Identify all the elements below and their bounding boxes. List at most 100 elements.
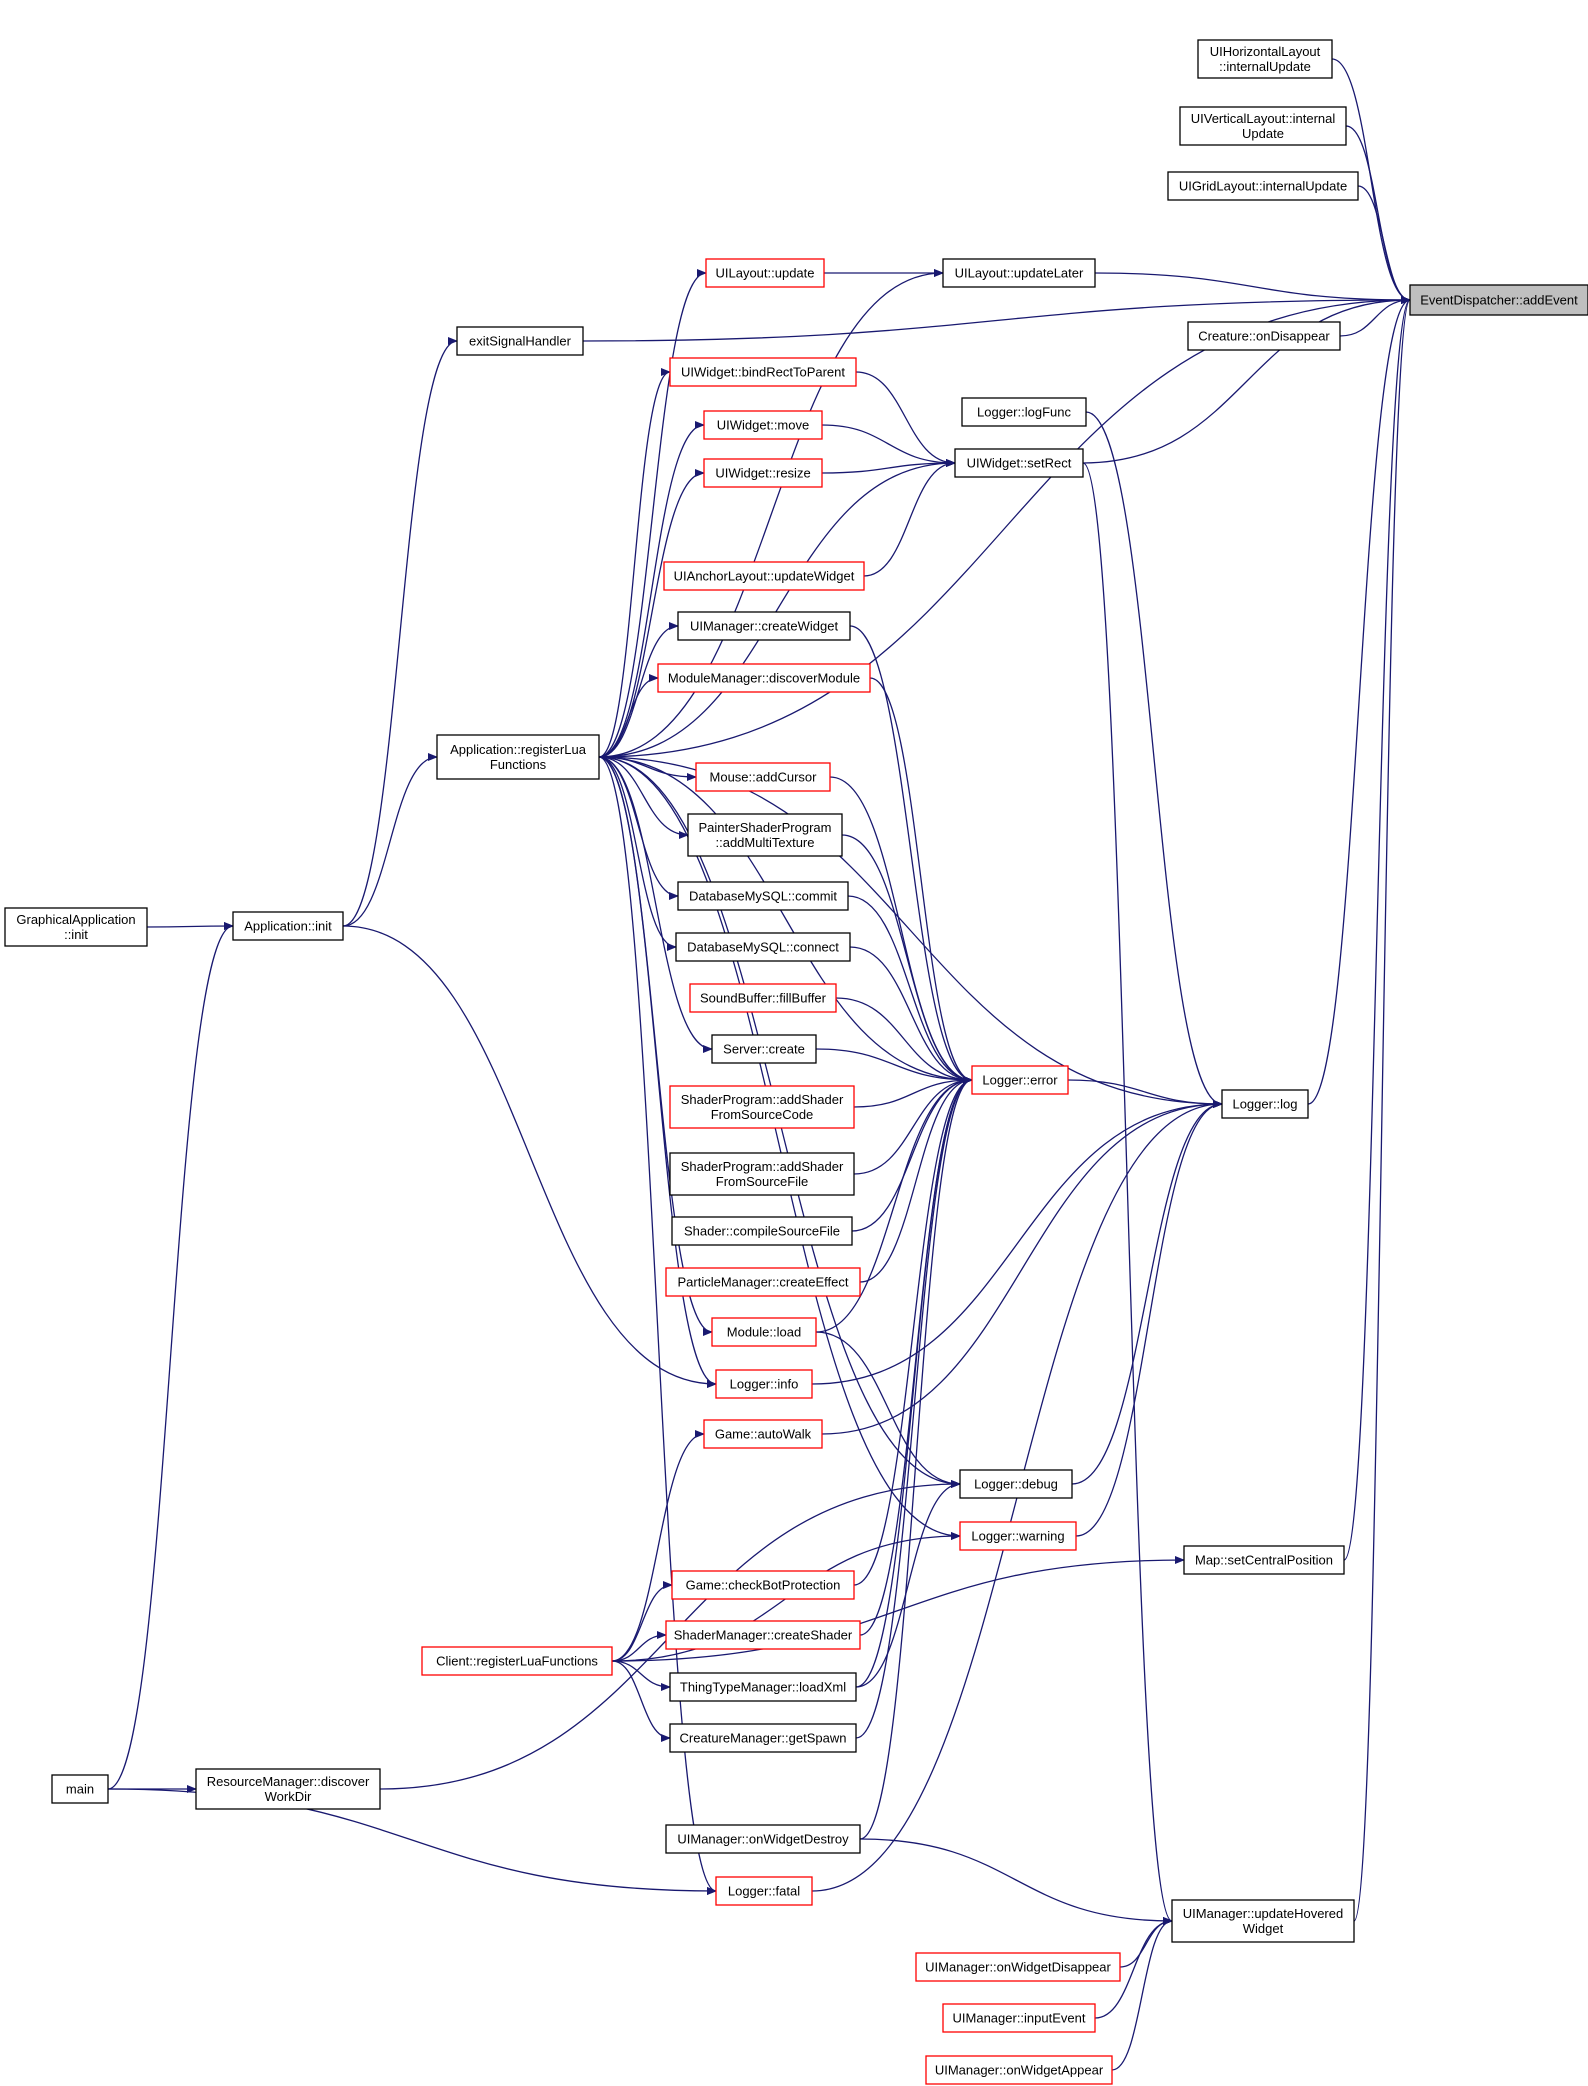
node-uiwidget-bindrecttoparent[interactable]: UIWidget::bindRectToParent (669, 357, 857, 387)
node-logger-debug[interactable]: Logger::debug (959, 1469, 1073, 1499)
node-box (715, 1876, 813, 1906)
node-label: ShaderProgram::addShader (681, 1159, 844, 1174)
node-eventdispatcher-addevent[interactable]: EventDispatcher::addEvent (1409, 284, 1588, 316)
node-label: ShaderProgram::addShader (681, 1092, 844, 1107)
edge-application_registerluafunctions-to-modulemanager_discovermodule (598, 674, 659, 758)
edge-databasemysql_connect-to-logger_error (849, 946, 973, 1084)
node-box (1179, 106, 1347, 146)
node-main[interactable]: main (51, 1774, 109, 1804)
node-databasemysql-connect[interactable]: DatabaseMySQL::connect (675, 932, 851, 962)
node-label: Functions (490, 757, 547, 772)
edge-application_registerluafunctions-to-paintershaderprogram_addmultitexture (598, 756, 689, 839)
node-label: UIGridLayout::internalUpdate (1179, 179, 1347, 194)
edge-application_registerluafunctions-to-logger_fatal (598, 756, 717, 1895)
node-box (669, 357, 857, 387)
node-label: main (66, 1782, 94, 1797)
node-logger-log[interactable]: Logger::log (1221, 1089, 1309, 1119)
node-uiwidget-resize[interactable]: UIWidget::resize (703, 458, 823, 488)
node-uimanager-onwidgetdestroy[interactable]: UIManager::onWidgetDestroy (665, 1824, 861, 1854)
node-box (1409, 284, 1588, 316)
node-box (942, 2003, 1096, 2033)
node-box (671, 1570, 855, 1600)
node-soundbuffer-fillbuffer[interactable]: SoundBuffer::fillBuffer (689, 983, 837, 1013)
node-databasemysql-commit[interactable]: DatabaseMySQL::commit (677, 881, 849, 911)
node-box (1183, 1545, 1345, 1575)
node-uianchorlayout-updatewidget[interactable]: UIAnchorLayout::updateWidget (663, 561, 865, 591)
node-shadermanager-createshader[interactable]: ShaderManager::createShader (665, 1620, 861, 1650)
node-label: ShaderManager::createShader (674, 1628, 853, 1643)
node-label: EventDispatcher::addEvent (1420, 293, 1578, 308)
node-label: UIAnchorLayout::updateWidget (674, 569, 855, 584)
node-uilayout-update[interactable]: UILayout::update (705, 258, 825, 288)
node-creature-ondisappear[interactable]: Creature::onDisappear (1187, 321, 1341, 351)
node-creaturemanager-getspawn[interactable]: CreatureManager::getSpawn (669, 1723, 857, 1753)
node-label: ResourceManager::discover (207, 1774, 370, 1789)
node-uiverticallayout-internalupdate[interactable]: UIVerticalLayout::internalUpdate (1179, 106, 1347, 146)
edge-application_registerluafunctions-to-uilayout_update (598, 269, 707, 758)
node-uihorizontallayout-internalupdate[interactable]: UIHorizontalLayout::internalUpdate (1197, 39, 1333, 79)
node-label: FromSourceCode (711, 1107, 814, 1122)
node-box (715, 1369, 813, 1399)
edge-particlemanager_createeffect-to-logger_error (859, 1076, 973, 1283)
node-modulemanager-discovermodule[interactable]: ModuleManager::discoverModule (657, 663, 871, 693)
edge-logger_log-to-eventdispatcher_addevent (1307, 296, 1411, 1105)
node-exitsignalhandler[interactable]: exitSignalHandler (456, 326, 584, 356)
node-box (971, 1065, 1069, 1095)
node-game-checkbotprotection[interactable]: Game::checkBotProtection (671, 1570, 855, 1600)
node-uimanager-onwidgetdisappear[interactable]: UIManager::onWidgetDisappear (915, 1952, 1121, 1982)
node-game-autowalk[interactable]: Game::autoWalk (703, 1419, 823, 1449)
node-box (915, 1952, 1121, 1982)
node-box (711, 1317, 817, 1347)
edge-thingtypemanager_loadxml-to-logger_debug (855, 1480, 961, 1688)
edge-module_load-to-logger_debug (815, 1331, 961, 1488)
node-thingtypemanager-loadxml[interactable]: ThingTypeManager::loadXml (669, 1672, 857, 1702)
node-label: GraphicalApplication (16, 912, 135, 927)
node-module-load[interactable]: Module::load (711, 1317, 817, 1347)
node-shader-compilesourcefile[interactable]: Shader::compileSourceFile (671, 1216, 853, 1246)
node-uiwidget-setrect[interactable]: UIWidget::setRect (954, 448, 1084, 478)
node-logger-fatal[interactable]: Logger::fatal (715, 1876, 813, 1906)
node-client-registerluafunctions[interactable]: Client::registerLuaFunctions (421, 1646, 613, 1676)
node-box (677, 881, 849, 911)
node-particlemanager-createeffect[interactable]: ParticleManager::createEffect (665, 1267, 861, 1297)
node-box (687, 813, 843, 857)
edge-client_registerluafunctions-to-thingtypemanager_loadxml (611, 1660, 671, 1691)
edge-uiwidget_bindrecttoparent-to-uiwidget_setrect (855, 371, 956, 467)
edge-uiwidget_move-to-uiwidget_setrect (821, 424, 956, 467)
edge-application_init-to-logger_info (342, 925, 717, 1388)
node-logger-logfunc[interactable]: Logger::logFunc (961, 397, 1087, 427)
node-paintershaderprogram-addmultitexture[interactable]: PainterShaderProgram::addMultiTexture (687, 813, 843, 857)
node-logger-warning[interactable]: Logger::warning (959, 1521, 1077, 1551)
node-server-create[interactable]: Server::create (711, 1034, 817, 1064)
node-label: SoundBuffer::fillBuffer (700, 991, 827, 1006)
node-box (195, 1768, 381, 1810)
node-box (665, 1824, 861, 1854)
node-uilayout-updatelater[interactable]: UILayout::updateLater (942, 258, 1096, 288)
node-label: Client::registerLuaFunctions (436, 1654, 598, 1669)
edge-shaderprogram_addshaderfromsourcefile-to-logger_error (853, 1076, 973, 1175)
node-graphicalapplication-init[interactable]: GraphicalApplication::init (4, 907, 148, 947)
node-application-registerluafunctions[interactable]: Application::registerLuaFunctions (436, 734, 600, 780)
node-box (703, 458, 823, 488)
node-box (959, 1469, 1073, 1499)
node-label: UIManager::onWidgetAppear (935, 2063, 1104, 2078)
node-uiwidget-move[interactable]: UIWidget::move (703, 410, 823, 440)
node-map-setcentralposition[interactable]: Map::setCentralPosition (1183, 1545, 1345, 1575)
node-uigridlayout-internalupdate[interactable]: UIGridLayout::internalUpdate (1167, 171, 1359, 201)
node-label: Logger::warning (971, 1529, 1064, 1544)
edge-uiwidget_resize-to-uiwidget_setrect (821, 459, 956, 474)
node-uimanager-createwidget[interactable]: UIManager::createWidget (677, 611, 851, 641)
node-logger-error[interactable]: Logger::error (971, 1065, 1069, 1095)
node-application-init[interactable]: Application::init (232, 911, 344, 941)
node-label: Application::init (244, 919, 332, 934)
node-uimanager-onwidgetappear[interactable]: UIManager::onWidgetAppear (925, 2055, 1113, 2085)
node-uimanager-inputevent[interactable]: UIManager::inputEvent (942, 2003, 1096, 2033)
node-logger-info[interactable]: Logger::info (715, 1369, 813, 1399)
node-mouse-addcursor[interactable]: Mouse::addCursor (695, 762, 831, 792)
edge-client_registerluafunctions-to-creaturemanager_getspawn (611, 1660, 671, 1742)
